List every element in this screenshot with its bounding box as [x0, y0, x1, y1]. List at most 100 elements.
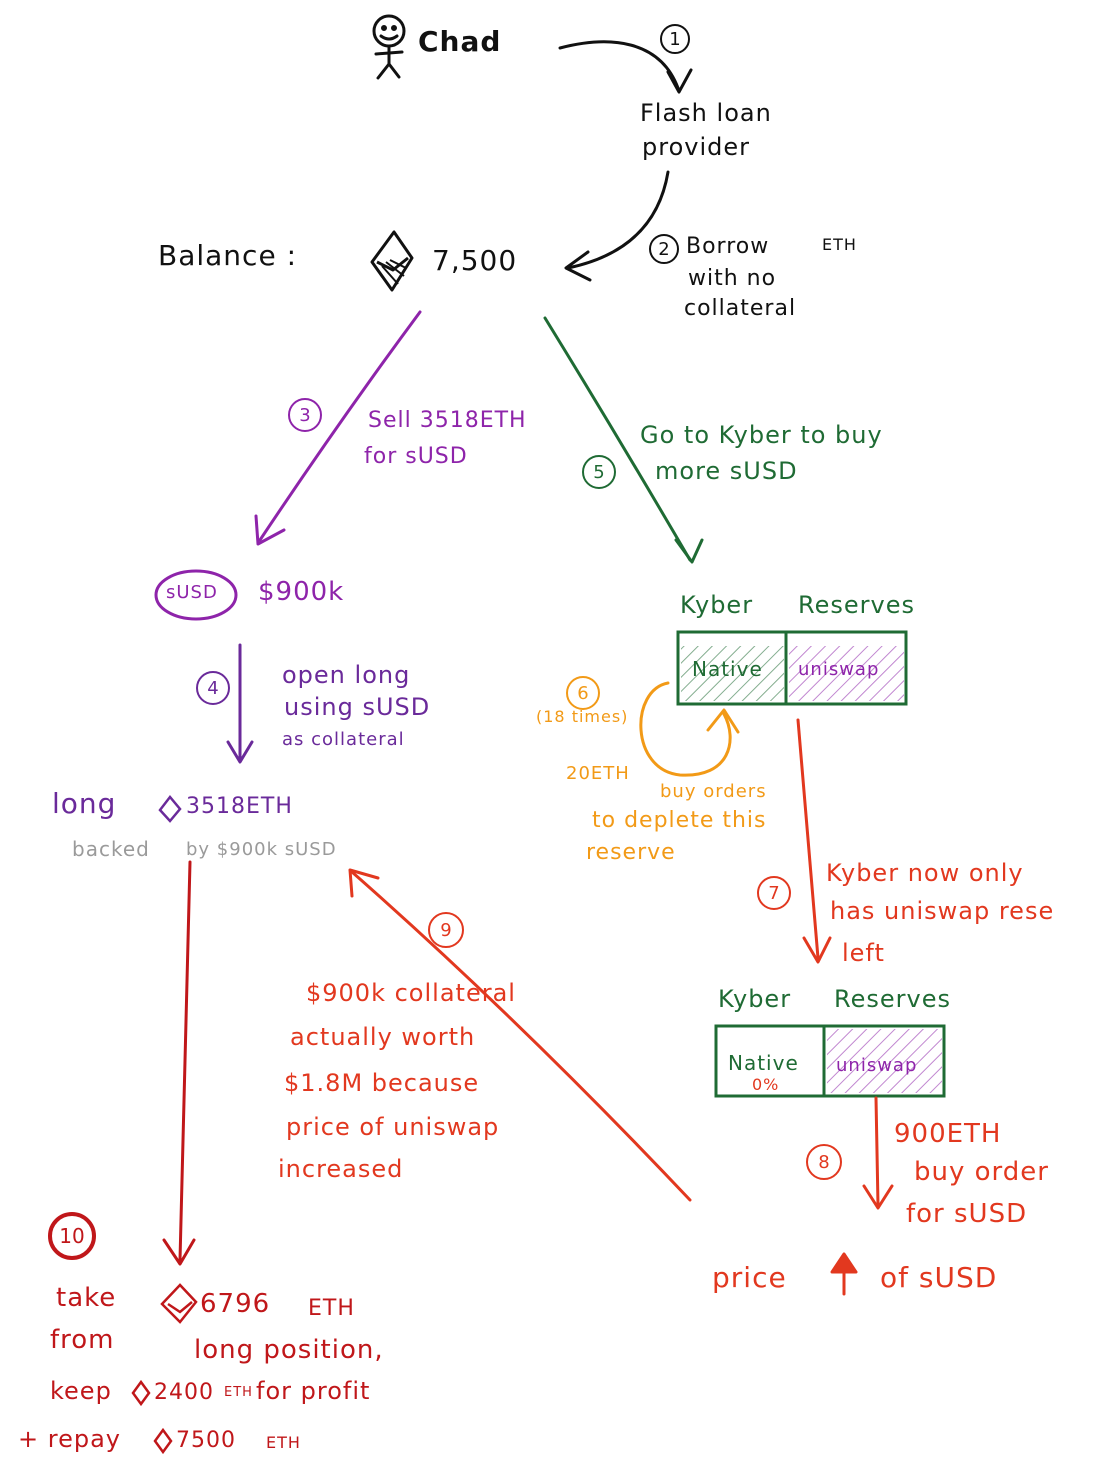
step-6-line2: to deplete this	[592, 808, 767, 833]
step-10-eth: ETH	[308, 1296, 355, 1321]
ethereum-diamond-icon	[160, 1283, 198, 1324]
step-9-line3: $1.8M because	[284, 1069, 480, 1097]
step-7-line2: has uniswap rese	[830, 897, 1055, 925]
arrowhead-take	[162, 1238, 196, 1266]
arrow-balance-to-kyber	[543, 316, 692, 562]
arrowhead-balance	[564, 250, 592, 282]
kyber2-title-b: Reserves	[834, 985, 951, 1013]
step-10-from: from	[50, 1325, 115, 1355]
balance-label: Balance :	[158, 239, 298, 272]
kyber2-native: Native	[728, 1051, 799, 1075]
step-9-line2: actually worth	[290, 1023, 476, 1051]
step-9-line4: price of uniswap	[286, 1113, 500, 1141]
actor-name: Chad	[418, 25, 502, 58]
step-2-line1: Borrow	[686, 234, 770, 259]
loop-arrow	[639, 681, 732, 777]
arrowhead-long-9	[348, 868, 380, 898]
step-7-line1: Kyber now only	[826, 859, 1024, 887]
step-6-line1: 20ETH	[566, 763, 630, 784]
arrow-kyber2-to-price	[874, 1096, 880, 1207]
arrowhead-long	[226, 740, 254, 764]
price-label: price	[712, 1261, 787, 1294]
balance-value: 7,500	[432, 244, 518, 277]
arrowhead-kyber2	[802, 936, 832, 964]
step-5-line1: Go to Kyber to buy	[640, 421, 883, 449]
step-2-line2: with no	[688, 266, 777, 291]
step-6-badge: 6	[566, 676, 600, 710]
flash-provider-line2: provider	[642, 133, 750, 161]
long-label: long	[52, 787, 117, 820]
susd-badge: sUSD	[166, 582, 218, 603]
up-arrow-icon	[830, 1252, 858, 1296]
kyber1-title-a: Kyber	[680, 591, 754, 619]
step-10-repay: + repay	[18, 1425, 121, 1453]
kyber2-uniswap: uniswap	[836, 1055, 918, 1076]
step-8-line2: buy order	[914, 1157, 1049, 1187]
kyber-box-2	[714, 1024, 946, 1098]
step-4-line2: using sUSD	[284, 693, 431, 721]
step-8-badge: 8	[806, 1144, 842, 1180]
kyber1-uniswap-hatch	[789, 646, 904, 701]
susd-amount: $900k	[258, 577, 345, 607]
kyber1-uniswap: uniswap	[798, 659, 880, 680]
step-3-line1: Sell 3518ETH	[368, 408, 527, 433]
arrow-kyber1-to-kyber2	[796, 718, 820, 960]
step-2-badge: 2	[649, 234, 679, 264]
step-10-badge: 10	[48, 1212, 96, 1260]
step-6-times: (18 times)	[536, 707, 629, 726]
step-4-line1: open long	[282, 661, 411, 689]
arrow-flash-to-balance	[566, 170, 670, 270]
step-10-repay-eth: ETH	[266, 1433, 301, 1452]
kyber2-native-sub: 0%	[752, 1075, 780, 1094]
step-8-line3: for sUSD	[906, 1199, 1028, 1229]
step-10-profit-amount: 2400	[154, 1380, 214, 1405]
step-5-badge: 5	[582, 455, 616, 489]
arrowhead-kyber	[674, 538, 704, 564]
ethereum-diamond-icon	[370, 230, 414, 292]
step-10-profit-eth: ETH	[224, 1385, 253, 1400]
step-10-long-position: long position,	[194, 1335, 384, 1365]
step-10-amount: 6796	[200, 1289, 271, 1319]
kyber1-native-hatch	[681, 646, 784, 701]
arrow-balance-to-susd	[258, 310, 422, 542]
arrow-chad-to-flash	[558, 40, 680, 90]
step-7-badge: 7	[757, 876, 791, 910]
stick-figure-icon	[372, 14, 406, 80]
step-10-for-profit: for profit	[256, 1377, 371, 1405]
loop-arrowhead	[706, 708, 740, 734]
step-5-line2: more sUSD	[655, 457, 798, 485]
long-amount: 3518ETH	[186, 794, 293, 819]
step-10-repay-amount: 7500	[176, 1428, 236, 1453]
price-subject: of sUSD	[880, 1261, 998, 1294]
step-9-line1: $900k collateral	[306, 979, 516, 1007]
step-4-badge: 4	[196, 671, 230, 705]
arrow-long-to-take	[178, 860, 192, 1262]
arrowhead-flash	[666, 68, 693, 94]
step-3-line2: for sUSD	[364, 444, 468, 469]
step-3-badge: 3	[288, 398, 322, 432]
kyber-box-1	[676, 630, 908, 706]
step-4-line3: as collateral	[282, 729, 405, 750]
ethereum-diamond-icon	[153, 1427, 173, 1455]
step-10-keep: keep	[50, 1377, 112, 1405]
step-2-eth: ETH	[822, 235, 857, 254]
flash-provider-line1: Flash loan	[640, 99, 772, 127]
step-6-line3: reserve	[586, 840, 676, 865]
long-backed: backed	[72, 837, 150, 861]
kyber1-title-b: Reserves	[798, 591, 915, 619]
arrowhead-susd	[254, 514, 286, 546]
step-9-line5: increased	[278, 1155, 404, 1183]
susd-badge-outline	[154, 569, 238, 621]
kyber2-uniswap-hatch	[827, 1029, 942, 1093]
long-backed-by: by $900k sUSD	[186, 839, 337, 860]
step-8-line1: 900ETH	[894, 1119, 1002, 1149]
ethereum-diamond-icon	[131, 1379, 151, 1407]
kyber2-title-a: Kyber	[718, 985, 792, 1013]
kyber1-native: Native	[692, 657, 763, 681]
arrowhead-price	[862, 1184, 894, 1210]
step-10-take: take	[56, 1283, 117, 1313]
step-1-badge: 1	[660, 24, 690, 54]
ethereum-diamond-icon	[158, 795, 182, 823]
arrow-price-to-long	[350, 870, 692, 1202]
